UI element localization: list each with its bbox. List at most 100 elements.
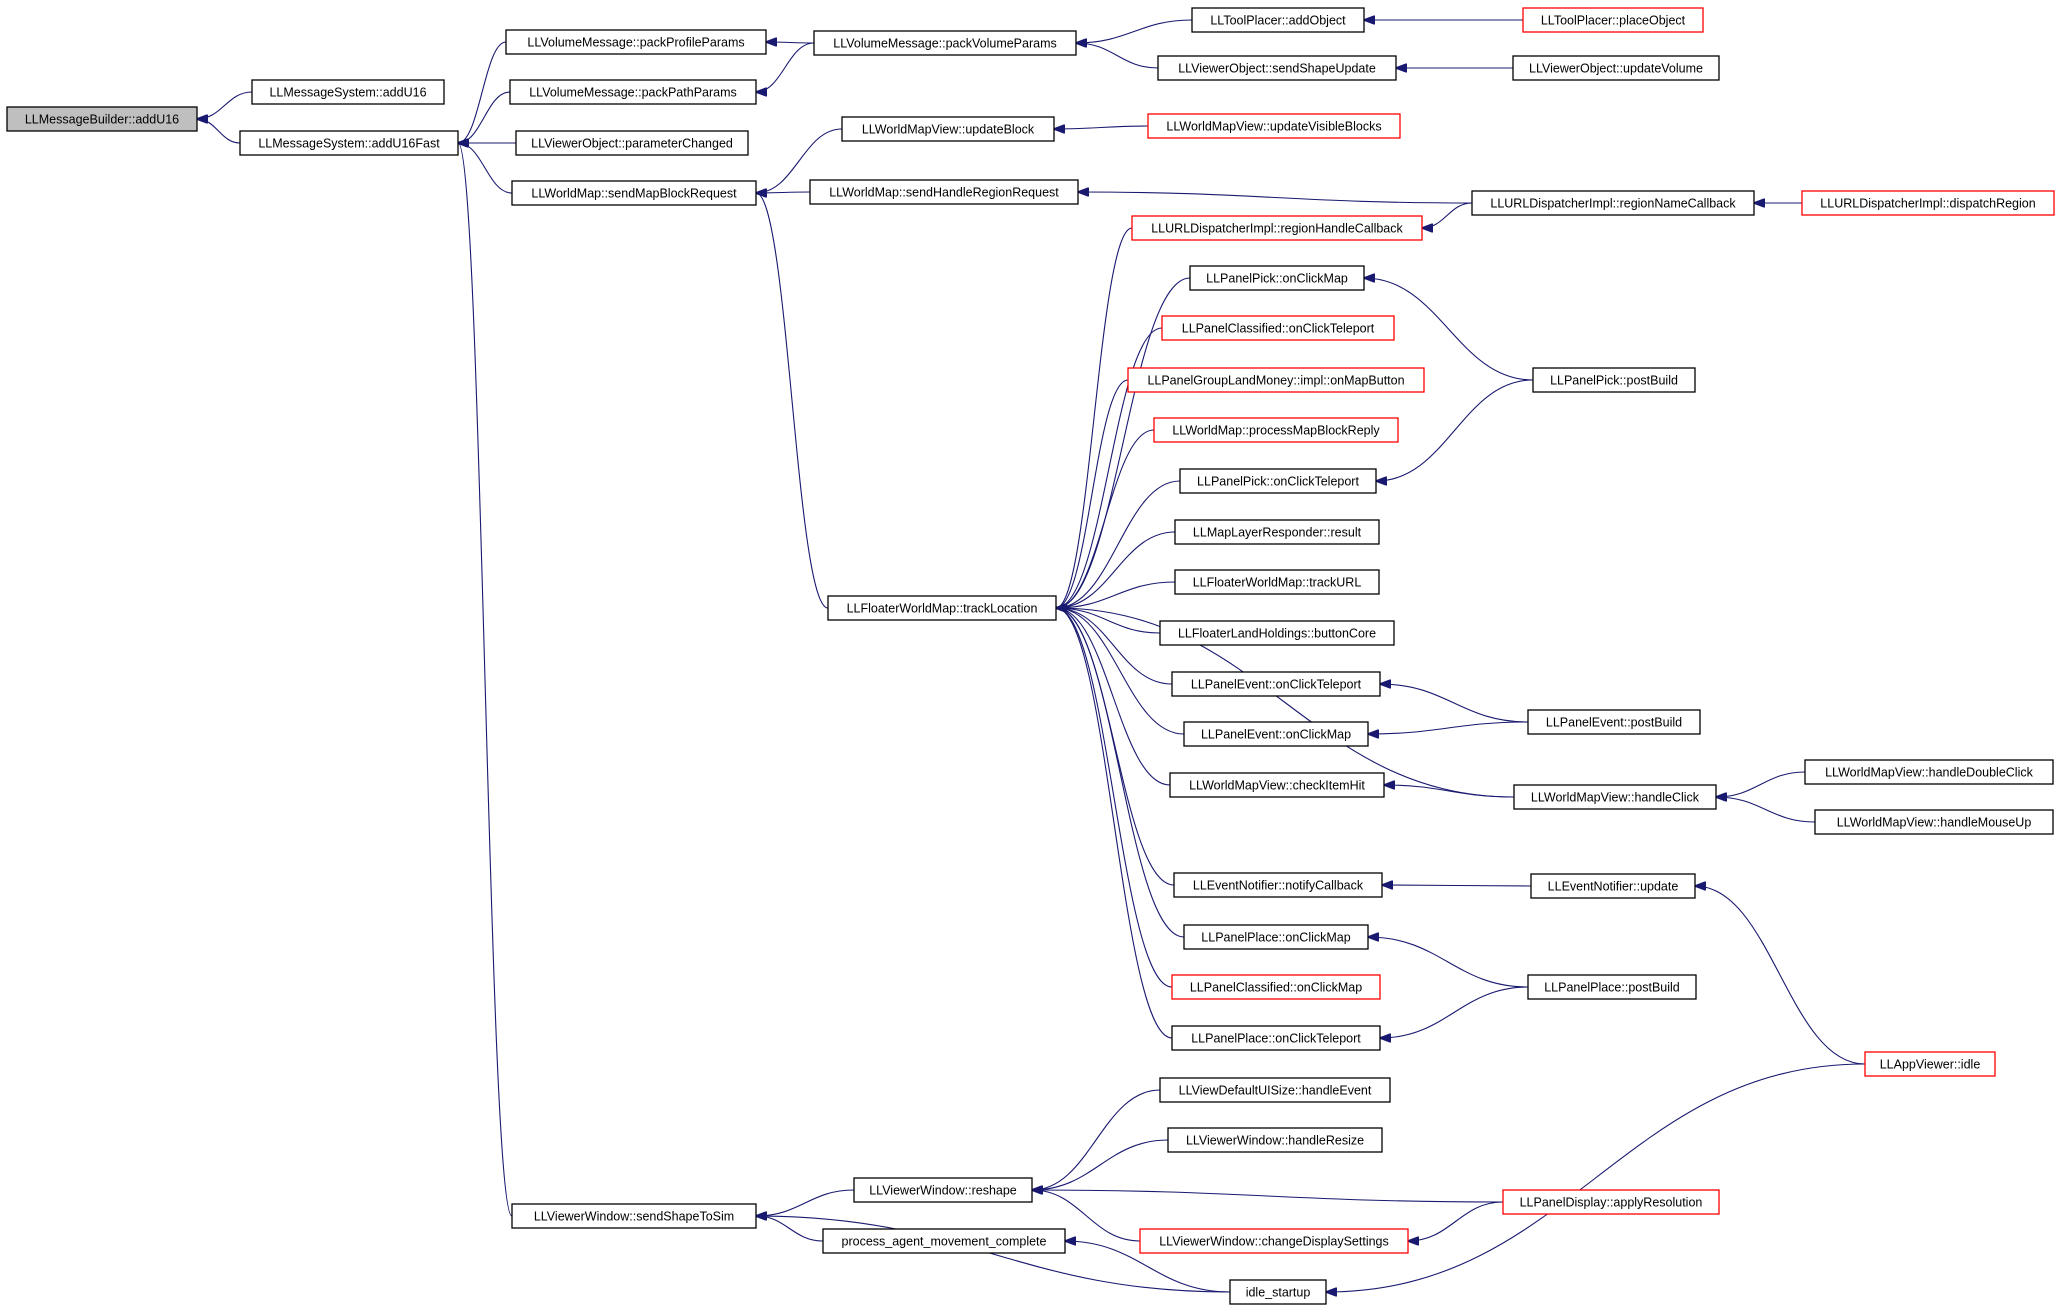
node-box: [1147, 113, 1401, 139]
node-pickpostbuild[interactable]: LLPanelPick::postBuild: [1532, 367, 1696, 393]
node-addu16fast[interactable]: LLMessageSystem::addU16Fast: [239, 130, 459, 156]
node-maplayerresult[interactable]: LLMapLayerResponder::result: [1174, 519, 1380, 545]
node-regionhandlecallback[interactable]: LLURLDispatcherImpl::regionHandleCallbac…: [1131, 215, 1423, 241]
node-parameterchanged[interactable]: LLViewerObject::parameterChanged: [515, 130, 749, 156]
node-sendhandleregionrequest[interactable]: LLWorldMap::sendHandleRegionRequest: [809, 179, 1079, 205]
nodes-layer: LLMessageBuilder::addU16LLMessageSystem:…: [6, 7, 2055, 1305]
node-placeonclickteleport[interactable]: LLPanelPlace::onClickTeleport: [1171, 1025, 1381, 1051]
node-eventonclickteleport[interactable]: LLPanelEvent::onClickTeleport: [1171, 671, 1381, 697]
node-label: LLWorldMapView::handleClick: [1531, 791, 1700, 805]
node-label: LLPanelDisplay::applyResolution: [1520, 1196, 1703, 1210]
node-label: LLPanelClassified::onClickTeleport: [1182, 322, 1375, 336]
edge-handleclick-to-checkitemhit: [1384, 785, 1515, 798]
node-classifiedonclickmap[interactable]: LLPanelClassified::onClickMap: [1171, 974, 1381, 1000]
edge-handledoubleclick-to-handleclick: [1716, 771, 1806, 797]
node-idlestartup[interactable]: idle_startup: [1229, 1279, 1327, 1305]
node-handlemouseup[interactable]: LLWorldMapView::handleMouseUp: [1814, 809, 2054, 835]
node-notifycallback[interactable]: LLEventNotifier::notifyCallback: [1173, 872, 1383, 898]
node-handleclick[interactable]: LLWorldMapView::handleClick: [1513, 784, 1717, 810]
node-box: [251, 79, 445, 105]
node-box: [1513, 784, 1717, 810]
node-handledoubleclick[interactable]: LLWorldMapView::handleDoubleClick: [1804, 759, 2054, 785]
node-dispatchregion[interactable]: LLURLDispatcherImpl::dispatchRegion: [1801, 190, 2055, 216]
node-processmapblockreply[interactable]: LLWorldMap::processMapBlockReply: [1153, 417, 1399, 443]
node-box: [509, 79, 757, 105]
edge-eventpostbuild-to-eventonclickteleport: [1380, 684, 1529, 723]
edge-placeonclickteleport-to-tracklocation: [1056, 608, 1173, 1039]
node-placepostbuild[interactable]: LLPanelPlace::postBuild: [1527, 974, 1697, 1000]
node-box: [1171, 974, 1381, 1000]
node-label: LLWorldMap::processMapBlockReply: [1172, 424, 1380, 438]
node-pickonclickteleport[interactable]: LLPanelPick::onClickTeleport: [1179, 468, 1377, 494]
node-sendmapblockrequest[interactable]: LLWorldMap::sendMapBlockRequest: [511, 180, 757, 206]
node-uisizehandleevent[interactable]: LLViewDefaultUISize::handleEvent: [1159, 1077, 1391, 1103]
node-label: LLViewerObject::sendShapeUpdate: [1178, 62, 1376, 76]
node-processagentmovement[interactable]: process_agent_movement_complete: [822, 1228, 1066, 1254]
edge-processagentmovement-to-sendshapetosim: [756, 1216, 824, 1242]
edge-pickonclickteleport-to-tracklocation: [1056, 480, 1181, 608]
node-box: [1527, 709, 1701, 735]
node-tracklocation[interactable]: LLFloaterWorldMap::trackLocation: [827, 595, 1057, 621]
node-box: [1167, 1127, 1383, 1153]
node-pickonclickmap[interactable]: LLPanelPick::onClickMap: [1189, 265, 1365, 291]
node-box: [853, 1177, 1033, 1203]
node-trackurl[interactable]: LLFloaterWorldMap::trackURL: [1174, 569, 1380, 595]
node-addu16-builder[interactable]: LLMessageBuilder::addU16: [6, 106, 198, 132]
node-updatevisibleblocks[interactable]: LLWorldMapView::updateVisibleBlocks: [1147, 113, 1401, 139]
node-packprofileparams[interactable]: LLVolumeMessage::packProfileParams: [505, 29, 767, 55]
node-applyresolution[interactable]: LLPanelDisplay::applyResolution: [1502, 1189, 1720, 1215]
node-buttoncore[interactable]: LLFloaterLandHoldings::buttonCore: [1159, 620, 1395, 646]
node-eventonclickmap[interactable]: LLPanelEvent::onClickMap: [1183, 721, 1369, 747]
node-label: LLWorldMapView::updateVisibleBlocks: [1166, 120, 1381, 134]
node-updateblock[interactable]: LLWorldMapView::updateBlock: [841, 116, 1055, 142]
node-regionnamecallback[interactable]: LLURLDispatcherImpl::regionNameCallback: [1471, 190, 1755, 216]
edge-pickpostbuild-to-pickonclickteleport: [1376, 379, 1534, 481]
edge-pickpostbuild-to-pickonclickmap: [1364, 278, 1534, 381]
node-label: LLMapLayerResponder::result: [1193, 526, 1362, 540]
node-checkitemhit[interactable]: LLWorldMapView::checkItemHit: [1169, 772, 1385, 798]
node-box: [827, 595, 1057, 621]
node-label: LLMessageBuilder::addU16: [25, 113, 179, 127]
node-sendshapeupdate[interactable]: LLViewerObject::sendShapeUpdate: [1157, 55, 1397, 81]
edge-regionnamecallback-to-sendhandleregionrequest: [1078, 192, 1473, 204]
edge-processmapblockreply-to-tracklocation: [1056, 429, 1155, 608]
edge-uisizehandleevent-to-reshape: [1032, 1089, 1161, 1190]
node-label: LLWorldMapView::updateBlock: [862, 123, 1035, 137]
node-label: LLPanelPlace::onClickTeleport: [1191, 1032, 1361, 1046]
node-tooladdobject[interactable]: LLToolPlacer::addObject: [1191, 7, 1365, 33]
node-classifiedonclickteleport[interactable]: LLPanelClassified::onClickTeleport: [1161, 315, 1395, 341]
node-box: [511, 180, 757, 206]
node-label: LLViewerWindow::sendShapeToSim: [534, 1210, 734, 1224]
node-changedisplaysettings[interactable]: LLViewerWindow::changeDisplaySettings: [1139, 1228, 1409, 1254]
node-appvieweridle[interactable]: LLAppViewer::idle: [1864, 1051, 1996, 1077]
edge-eventpostbuild-to-eventonclickmap: [1368, 721, 1529, 734]
node-label: LLViewerWindow::reshape: [869, 1184, 1017, 1198]
edge-handleclick-to-tracklocation: [1056, 608, 1515, 798]
node-placeonclickmap[interactable]: LLPanelPlace::onClickMap: [1183, 924, 1369, 950]
node-placeobject[interactable]: LLToolPlacer::placeObject: [1522, 7, 1704, 33]
node-label: LLViewDefaultUISize::handleEvent: [1179, 1084, 1372, 1098]
node-grouplandmoney[interactable]: LLPanelGroupLandMoney::impl::onMapButton: [1127, 367, 1425, 393]
node-label: LLToolPlacer::placeObject: [1541, 14, 1686, 28]
edge-handleresize-to-reshape: [1032, 1139, 1169, 1190]
node-eventpostbuild[interactable]: LLPanelEvent::postBuild: [1527, 709, 1701, 735]
edge-regionnamecallback-to-regionhandlecallback: [1422, 202, 1473, 228]
node-label: LLEventNotifier::notifyCallback: [1193, 879, 1364, 893]
node-notifierupdate[interactable]: LLEventNotifier::update: [1530, 873, 1696, 899]
node-label: LLAppViewer::idle: [1880, 1058, 1981, 1072]
node-label: LLViewerWindow::changeDisplaySettings: [1159, 1235, 1389, 1249]
node-addu16[interactable]: LLMessageSystem::addU16: [251, 79, 445, 105]
node-packpathparams[interactable]: LLVolumeMessage::packPathParams: [509, 79, 757, 105]
edge-applyresolution-to-reshape: [1032, 1190, 1504, 1203]
node-sendshapetosim[interactable]: LLViewerWindow::sendShapeToSim: [511, 1203, 757, 1229]
node-label: LLPanelPick::onClickTeleport: [1197, 475, 1359, 489]
edge-updateblock-to-sendmapblockrequest: [756, 128, 843, 193]
node-updatevolume[interactable]: LLViewerObject::updateVolume: [1512, 55, 1720, 81]
edge-sendshapetosim-to-addu16fast: [458, 143, 513, 1217]
node-reshape[interactable]: LLViewerWindow::reshape: [853, 1177, 1033, 1203]
edge-placeonclickmap-to-tracklocation: [1056, 608, 1185, 938]
node-handleresize[interactable]: LLViewerWindow::handleResize: [1167, 1127, 1383, 1153]
node-box: [239, 130, 459, 156]
node-label: LLWorldMapView::handleDoubleClick: [1825, 766, 2034, 780]
node-packvolumeparams[interactable]: LLVolumeMessage::packVolumeParams: [813, 30, 1077, 56]
